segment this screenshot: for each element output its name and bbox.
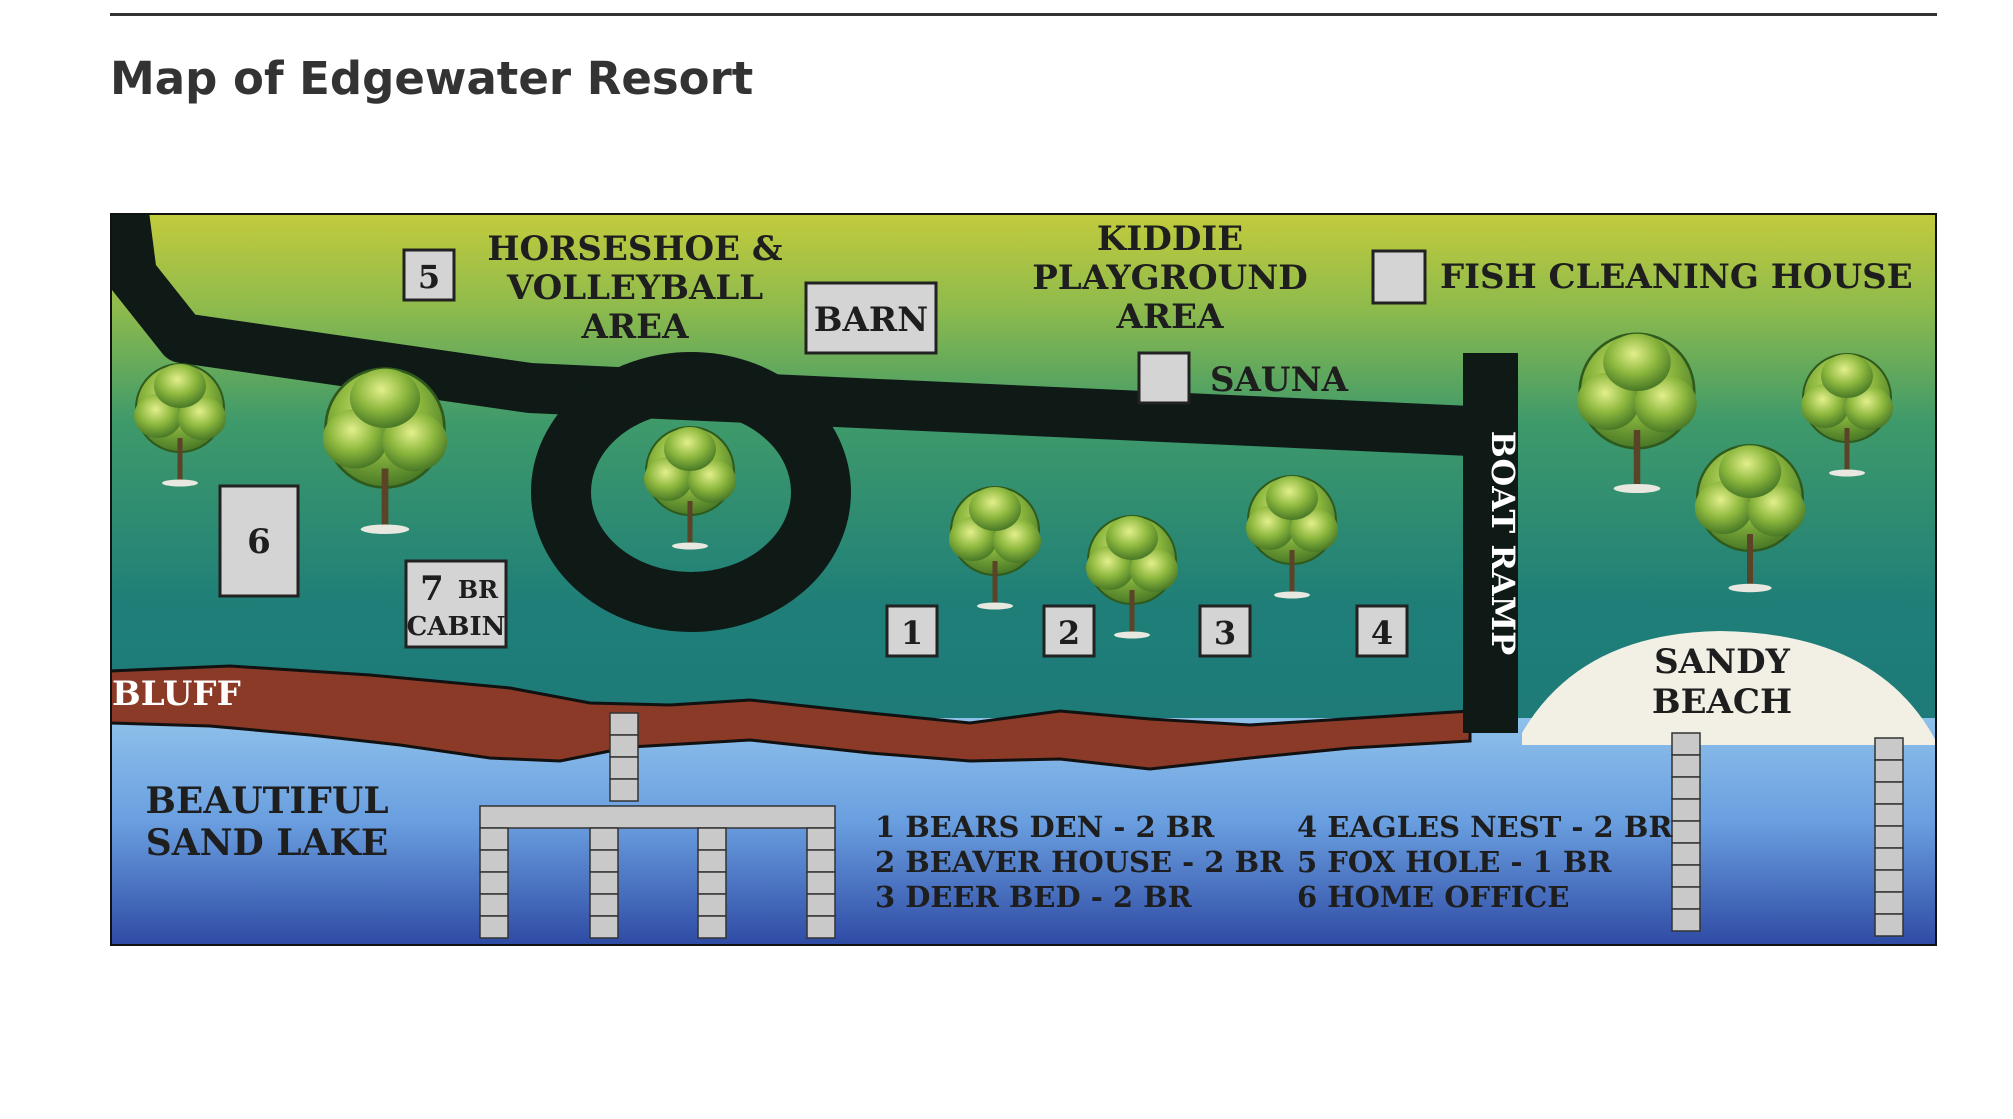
sandy-beach-label-line1: SANDY: [1654, 642, 1790, 682]
building-4-label: 4: [1371, 614, 1393, 652]
beach-dock-left: [1671, 732, 1701, 932]
building-5-label: 5: [418, 258, 440, 296]
sandy-beach-label-line2: BEACH: [1652, 682, 1792, 722]
map-frame: [110, 213, 1937, 946]
building-7-br: BR: [458, 575, 499, 604]
barn: [804, 281, 938, 355]
building-6: [218, 484, 300, 598]
fish-cleaning-house: [1371, 249, 1427, 305]
building-4: [1355, 604, 1409, 658]
kiddie-area-label-line1: KIDDIE: [1097, 219, 1243, 259]
resort-map: 5 BARN 6 7 BR CABIN 1 2 3 4 HORSESHOE & …: [110, 213, 1937, 946]
sandy-beach: [1522, 631, 1937, 745]
beach-dock-right: [1874, 737, 1904, 937]
legend-item: 4 EAGLES NEST - 2 BR: [1297, 810, 1673, 844]
sauna-label: SAUNA: [1210, 360, 1349, 400]
building-1-label: 1: [901, 614, 923, 652]
building-7-number: 7: [420, 569, 444, 609]
kiddie-area-label-line2: PLAYGROUND: [1032, 258, 1308, 298]
building-5: [402, 248, 456, 302]
building-2: [1042, 604, 1096, 658]
building-1: [885, 604, 939, 658]
page-title: Map of Edgewater Resort: [110, 52, 754, 105]
main-road: [110, 213, 1472, 456]
resort-map-svg: 5 BARN 6 7 BR CABIN 1 2 3 4 HORSESHOE & …: [110, 213, 1937, 946]
horseshoe-area-label-line3: AREA: [581, 307, 690, 347]
barn-label: BARN: [814, 300, 928, 340]
building-7-cabin-label: CABIN: [407, 612, 506, 642]
building-6-label: 6: [247, 522, 271, 562]
loop-road: [531, 352, 851, 632]
legend-item: 2 BEAVER HOUSE - 2 BR: [875, 845, 1284, 879]
sauna: [1137, 351, 1191, 405]
fish-cleaning-label: FISH CLEANING HOUSE: [1440, 257, 1913, 297]
kiddie-area-label-line3: AREA: [1116, 297, 1225, 337]
bluff-shore: [110, 664, 1472, 771]
top-divider: [110, 13, 1937, 16]
building-3-label: 3: [1214, 614, 1236, 652]
building-2-label: 2: [1058, 614, 1080, 652]
horseshoe-area-label-line2: VOLLEYBALL: [506, 268, 763, 308]
legend-item: 1 BEARS DEN - 2 BR: [875, 810, 1215, 844]
boat-ramp-label: BOAT RAMP: [1484, 431, 1522, 655]
building-7-cabin: [404, 559, 508, 649]
legend-item: 3 DEER BED - 2 BR: [875, 880, 1193, 914]
lake-label-line1: BEAUTIFUL: [145, 780, 388, 822]
legend-item: 5 FOX HOLE - 1 BR: [1297, 845, 1612, 879]
boat-ramp: [1463, 353, 1518, 733]
legend-item: 6 HOME OFFICE: [1297, 880, 1569, 914]
lake-label-line2: SAND LAKE: [146, 822, 389, 864]
building-3: [1198, 604, 1252, 658]
bluff-label: BLUFF: [112, 674, 241, 714]
main-dock: [479, 712, 836, 939]
horseshoe-area-label-line1: HORSESHOE &: [487, 229, 783, 269]
